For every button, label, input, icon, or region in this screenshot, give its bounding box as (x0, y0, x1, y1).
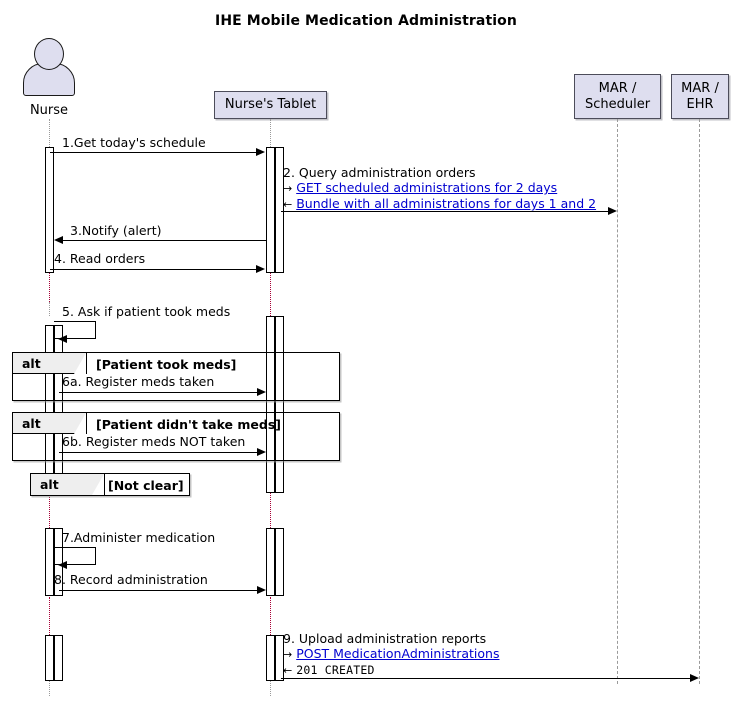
lifeline-nurse-seg1 (49, 119, 50, 147)
message-2-line (281, 211, 608, 212)
message-4-arrowhead (256, 265, 265, 273)
message-9-arrowhead (690, 674, 699, 682)
fragment-alt-1 (12, 352, 340, 401)
message-6b-line (59, 452, 257, 453)
message-1-line (50, 152, 256, 153)
activation-nurse-1 (45, 147, 54, 273)
fragment-alt-2-header: alt (13, 413, 87, 434)
lifeline-tablet-seg1 (270, 119, 271, 147)
message-9-request-row: → POST MedicationAdministrations (283, 646, 499, 662)
activation-tablet-1 (266, 147, 275, 273)
message-8-label: 8. Record administration (54, 572, 208, 587)
arrow-out-icon: → (283, 648, 293, 661)
lifeline-nurse-seg5 (49, 597, 50, 635)
arrow-in-icon: ← (283, 664, 293, 677)
participant-nurses-tablet[interactable]: Nurse's Tablet (214, 91, 327, 119)
page-title: IHE Mobile Medication Administration (215, 13, 517, 29)
lifeline-nurse-seg3 (49, 302, 50, 316)
fragment-alt-2-keyword: alt (22, 415, 41, 431)
activation-nurse-2 (45, 325, 54, 493)
fragment-alt-2 (12, 412, 340, 461)
message-9-response-status: 201 CREATED (296, 663, 375, 677)
arrow-in-icon: ← (283, 198, 293, 211)
activation-tablet-8 (275, 635, 284, 681)
message-6b-arrowhead (257, 448, 266, 456)
fragment-notch-icon (74, 413, 86, 434)
lifeline-nurse-seg2 (49, 272, 50, 312)
message-2-label: 2. Query administration orders → GET sch… (283, 165, 596, 212)
message-4-line (50, 269, 256, 270)
actor-head-icon (34, 38, 64, 70)
lifeline-nurse-seg4 (49, 492, 50, 528)
message-6a-label: 6a. Register meds taken (62, 374, 215, 389)
activation-tablet-4 (275, 316, 284, 493)
fragment-alt-1-condition: [Patient took meds] (96, 357, 237, 372)
actor-nurse-label: Nurse (29, 103, 69, 118)
message-6a-arrowhead (257, 388, 266, 396)
fragment-alt-1-keyword: alt (22, 355, 41, 371)
participant-mar-ehr-label: MAR / EHR (681, 80, 719, 112)
fragment-alt-1-header: alt (13, 353, 87, 374)
message-2-title: 2. Query administration orders (283, 165, 476, 180)
message-2-request-link[interactable]: GET scheduled administrations for 2 days (296, 180, 558, 195)
lifeline-mar-scheduler (617, 119, 618, 684)
participant-mar-ehr[interactable]: MAR / EHR (671, 74, 729, 119)
message-1-arrowhead (256, 148, 265, 156)
activation-nurse-3 (54, 325, 63, 493)
message-9-label: 9. Upload administration reports → POST … (283, 631, 499, 678)
activation-tablet-2 (275, 147, 284, 273)
message-7-selfloop (54, 547, 96, 565)
message-3-arrowhead (54, 236, 63, 244)
fragment-alt-3 (30, 473, 190, 496)
activation-tablet-3 (266, 316, 275, 493)
message-5-arrowhead (58, 335, 67, 343)
message-2-response-link[interactable]: Bundle with all administrations for days… (296, 196, 597, 211)
fragment-alt-3-header: alt (31, 474, 105, 495)
message-3-line (63, 240, 266, 241)
message-8-arrowhead (257, 586, 266, 594)
message-9-line (281, 678, 690, 679)
activation-nurse-4 (45, 528, 54, 596)
message-7-label: 7.Administer medication (62, 530, 216, 545)
fragment-alt-2-condition: [Patient didn't take meds] (96, 417, 281, 432)
activation-nurse-7 (54, 635, 63, 681)
message-2-request-row: → GET scheduled administrations for 2 da… (283, 180, 596, 196)
fragment-notch-icon (74, 353, 86, 374)
message-4-label: 4. Read orders (54, 251, 146, 266)
fragment-notch-icon (92, 474, 104, 495)
message-5-selfloop (54, 321, 96, 339)
activation-tablet-5 (266, 528, 275, 596)
message-9-request-link[interactable]: POST MedicationAdministrations (296, 646, 500, 661)
message-5-label: 5. Ask if patient took meds (62, 304, 231, 319)
message-8-line (59, 590, 257, 591)
activation-nurse-6 (45, 635, 54, 681)
message-9-title: 9. Upload administration reports (283, 631, 487, 646)
activation-tablet-6 (275, 528, 284, 596)
activation-tablet-7 (266, 635, 275, 681)
lifeline-mar-ehr (699, 119, 700, 684)
lifeline-tablet-seg4 (270, 597, 271, 635)
message-2-arrowhead (608, 207, 617, 215)
participant-mar-scheduler[interactable]: MAR / Scheduler (574, 74, 661, 119)
lifeline-tablet-seg3 (270, 492, 271, 528)
arrow-out-icon: → (283, 182, 293, 195)
message-7-arrowhead (58, 561, 67, 569)
message-1-label: 1.Get today's schedule (62, 135, 206, 150)
participant-mar-scheduler-label: MAR / Scheduler (584, 80, 651, 112)
actor-nurse[interactable] (20, 38, 78, 100)
message-3-label: 3.Notify (alert) (70, 223, 162, 238)
message-6b-label: 6b. Register meds NOT taken (62, 434, 246, 449)
fragment-alt-3-condition: [Not clear] (108, 478, 184, 493)
message-6a-line (59, 392, 257, 393)
message-9-response-row: ← 201 CREATED (283, 662, 499, 678)
lifeline-tablet-seg5 (270, 680, 271, 696)
fragment-alt-3-keyword: alt (40, 477, 59, 492)
lifeline-tablet-seg2 (270, 272, 271, 316)
message-2-response-row: ← Bundle with all administrations for da… (283, 196, 596, 212)
lifeline-nurse-seg6 (49, 680, 50, 696)
participant-nurses-tablet-label: Nurse's Tablet (224, 97, 317, 112)
